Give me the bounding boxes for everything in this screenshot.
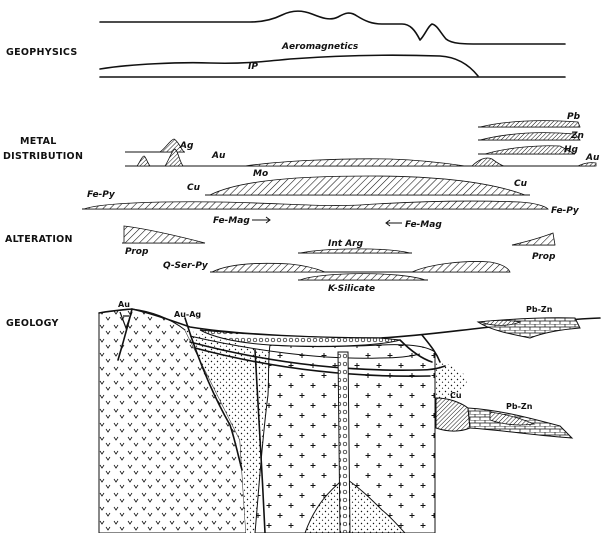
- au-right-tail: [577, 162, 597, 167]
- label-prop-right: Prop: [532, 252, 556, 262]
- au-right-bump: [471, 157, 505, 167]
- ksilicate-band: [299, 273, 426, 281]
- pb-band: [479, 120, 581, 128]
- label-mo: Mo: [253, 169, 268, 179]
- label-au: Au: [118, 300, 130, 309]
- label-fepy-right: Fe-Py: [551, 206, 580, 216]
- fault-right-2: [421, 334, 441, 363]
- fault-left: [184, 317, 243, 471]
- mo-band: [244, 158, 466, 167]
- ip-profile: [99, 54, 479, 77]
- label-ksilicate: K-Silicate: [328, 284, 375, 294]
- qserpy-band-right: [411, 261, 511, 273]
- section-title-geology: GEOLOGY: [6, 318, 59, 329]
- fepy-band: [83, 200, 549, 210]
- femag-right-arrow: [385, 219, 402, 227]
- epithermal-cap: [199, 329, 401, 347]
- femag-left-arrow: [252, 216, 271, 224]
- cu-band: [209, 175, 526, 196]
- vein-1: [189, 341, 446, 371]
- section-title-metal: METAL: [20, 136, 57, 147]
- prop-right-band: [511, 232, 556, 246]
- section-title-geophysics: GEOPHYSICS: [6, 47, 78, 58]
- au-spike-2: [164, 148, 184, 167]
- label-ip: IP: [248, 62, 258, 72]
- pbzn-lateral-ore: [489, 411, 536, 426]
- qserpy-band-left: [211, 262, 326, 273]
- label-cu-left: Cu: [187, 183, 201, 193]
- pbzn-top-ore: [479, 320, 522, 326]
- alteration-section: ALTERATION Fe-Mag Fe-Mag Prop Int Arg Pr…: [5, 216, 556, 294]
- cu-skarn-body: [435, 397, 471, 432]
- label-femag-left: Fe-Mag: [213, 216, 250, 226]
- section-title-alteration: ALTERATION: [5, 234, 73, 245]
- label-pbzn-top: Pb-Zn: [526, 305, 553, 314]
- fault-right: [399, 339, 433, 363]
- label-pbzn-mid: Pb-Zn: [506, 402, 533, 411]
- label-hg: Hg: [564, 145, 579, 155]
- label-fepy-left: Fe-Py: [87, 190, 116, 200]
- geology-section: GEOLOGY Au Au-Ag Pb-Zn: [6, 300, 601, 533]
- label-pb: Pb: [567, 112, 581, 122]
- geophysics-section: GEOPHYSICS Aeromagnetics IP: [6, 10, 566, 78]
- prop-left-band: [123, 225, 206, 244]
- label-prop-left: Prop: [125, 247, 149, 257]
- label-aeromagnetics: Aeromagnetics: [281, 42, 359, 52]
- label-cu: Cu: [450, 391, 462, 400]
- ag-peak: [158, 138, 185, 153]
- metal-distribution-section: METAL DISTRIBUTION Pb Zn Hg Au Ag Au Mo …: [3, 112, 600, 216]
- label-au-left: Au: [211, 151, 226, 161]
- aeromagnetics-profile: [99, 10, 566, 45]
- au-prospect-marker: [119, 311, 133, 330]
- label-cu-right: Cu: [514, 179, 528, 189]
- label-qserpy: Q-Ser-Py: [163, 261, 209, 271]
- vein-2: [194, 347, 431, 377]
- label-zn: Zn: [570, 131, 584, 141]
- label-au-right: Au: [585, 153, 600, 163]
- hg-band: [484, 145, 576, 155]
- intarg-band: [299, 248, 411, 254]
- label-auag: Au-Ag: [174, 310, 201, 319]
- label-intarg: Int Arg: [328, 239, 364, 249]
- au-spike-1: [136, 155, 151, 167]
- fault-central: [254, 349, 266, 533]
- section-title-distribution: DISTRIBUTION: [3, 151, 83, 162]
- label-ag: Ag: [179, 141, 194, 151]
- zn-band: [479, 132, 581, 141]
- label-femag-right: Fe-Mag: [405, 220, 442, 230]
- vein-3: [189, 335, 421, 359]
- breccia-dike: [337, 351, 351, 533]
- inner-dotted-core: [304, 477, 406, 533]
